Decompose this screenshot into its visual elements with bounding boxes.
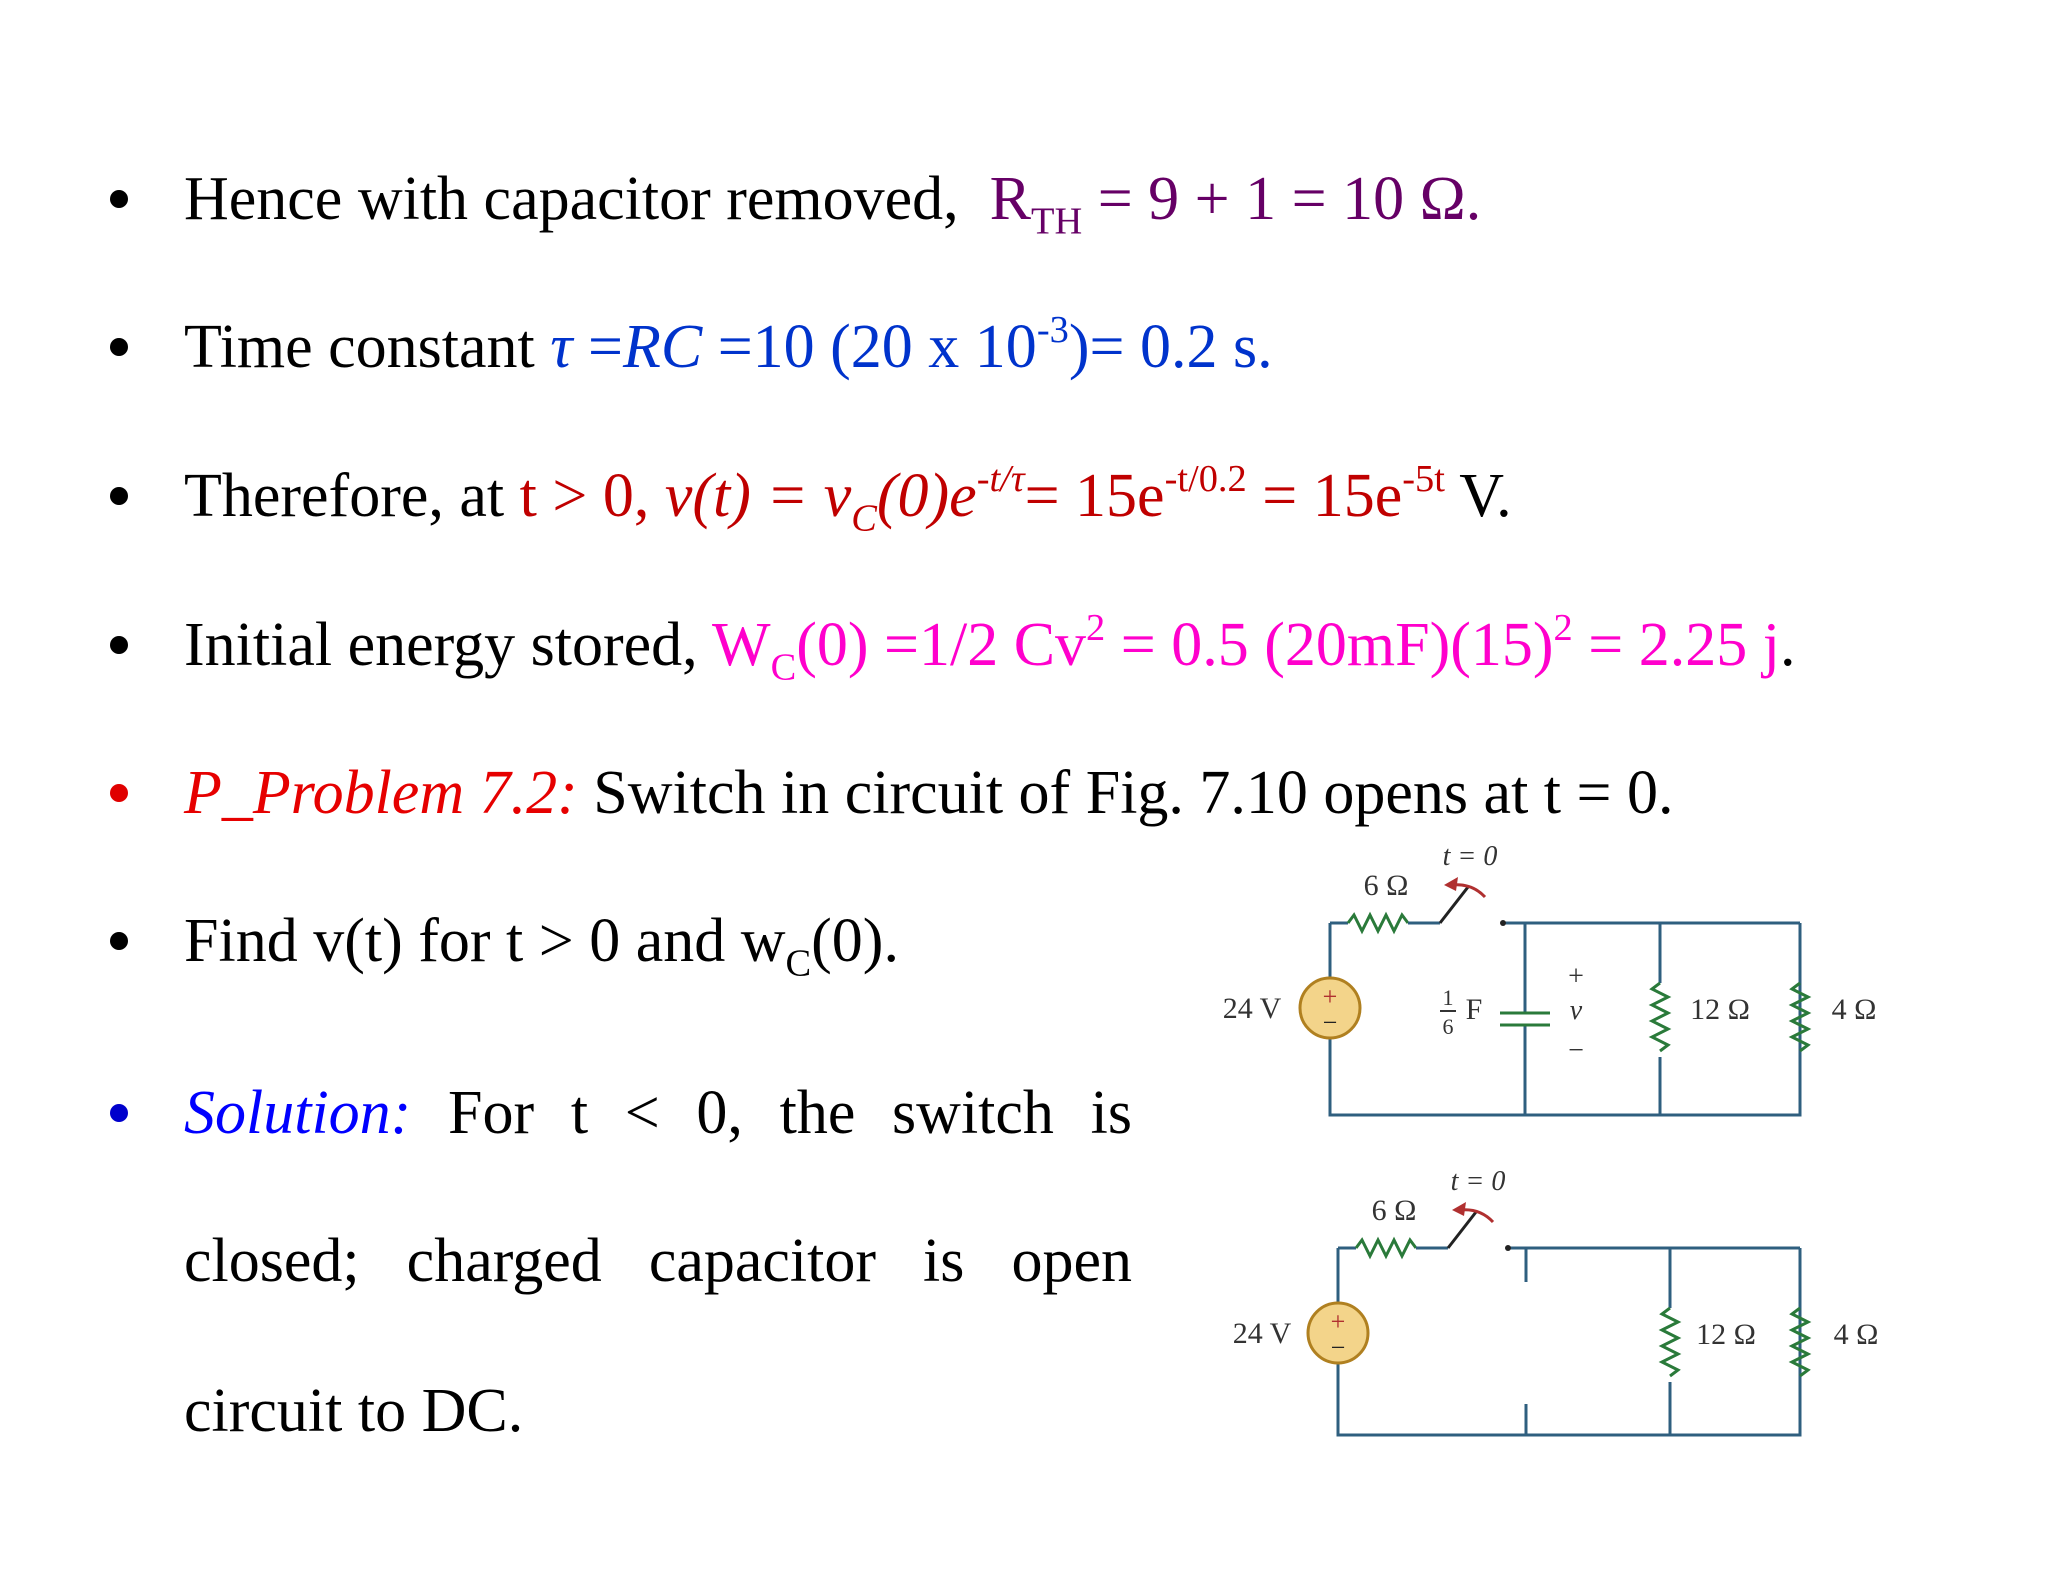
switch-arrow	[1451, 883, 1487, 899]
bullet-text: P_Problem 7.2: Switch in circuit of Fig.…	[184, 762, 1674, 824]
bullet-text: Time constant τ =RC =10 (20 x 10-3)= 0.2…	[184, 309, 1273, 381]
text-prefix: Therefore, at	[184, 462, 520, 530]
r3-label: 4 Ω	[1832, 993, 1877, 1026]
bullet-dot	[110, 487, 128, 505]
voltage-source	[1306, 1301, 1370, 1365]
solution-line-2: closed; charged capacitor is open	[184, 1230, 1132, 1292]
switch-label: t = 0	[1451, 1166, 1506, 1197]
switch-arrow-head	[1444, 877, 1458, 891]
resistor-4-ohm	[1788, 1306, 1812, 1378]
word: is	[1090, 1079, 1132, 1147]
solution-line-3-text: circuit to DC.	[184, 1377, 524, 1445]
word: switch	[892, 1079, 1054, 1147]
voltage-expression: t > 0, v(t) = vC(0)e-t/τ= 15e-t/0.2 = 15…	[519, 458, 1445, 540]
source-minus: −	[1331, 1333, 1346, 1362]
v-plus: +	[1568, 961, 1584, 992]
r2-label: 12 Ω	[1696, 1318, 1756, 1351]
bullet-dot	[110, 1104, 128, 1122]
bullet-text: Hence with capacitor removed, RTH = 9 + …	[184, 165, 1482, 243]
source-label: 24 V	[1233, 1317, 1292, 1350]
resistor-6-ohm	[1354, 1236, 1418, 1260]
voltage-source	[1298, 976, 1362, 1040]
wire	[1328, 923, 1802, 1117]
energy-expression: WC(0) =1/2 Cv2 = 0.5 (20mF)(15)2 = 2.25 …	[712, 607, 1780, 689]
source-label: 24 V	[1223, 992, 1282, 1025]
word: t	[570, 1079, 589, 1147]
word: charged	[406, 1227, 602, 1295]
resistor-6-ohm	[1346, 911, 1410, 935]
switch-blade	[1438, 886, 1470, 924]
r2-label: 12 Ω	[1690, 993, 1750, 1026]
bullet-dot	[110, 190, 128, 208]
r1-label: 6 Ω	[1372, 1194, 1417, 1227]
word: <	[624, 1079, 660, 1147]
capacitor	[1500, 1011, 1550, 1027]
bullet-dot	[110, 636, 128, 654]
source-minus: −	[1323, 1008, 1338, 1037]
switch-arrow	[1459, 1208, 1495, 1224]
bullet-text: Initial energy stored, WC(0) =1/2 Cv2 = …	[184, 607, 1796, 689]
bullet-dot	[110, 932, 128, 950]
source-plus: +	[1331, 1307, 1346, 1336]
solution-line-3: circuit to DC.	[184, 1380, 523, 1442]
word: open	[1011, 1227, 1132, 1295]
cap-numerator: 1	[1443, 985, 1454, 1010]
resistor-12-ohm	[1648, 981, 1672, 1053]
v-minus: −	[1568, 1035, 1584, 1066]
source-plus: +	[1323, 982, 1338, 1011]
word: For	[448, 1079, 535, 1147]
switch-contact	[1505, 1245, 1511, 1251]
circuit-diagram-open: + − t = 0 6 Ω 24 V 12 Ω 4 Ω	[1233, 1166, 1879, 1437]
cap-denominator: 6	[1443, 1014, 1454, 1039]
solution-label: Solution:	[184, 1079, 412, 1147]
bullet-text: Find v(t) for t > 0 and wC(0).	[184, 907, 899, 985]
text-prefix: Initial energy stored,	[184, 611, 713, 679]
rth-expression: RTH = 9 + 1 = 10 Ω.	[989, 165, 1482, 243]
resistor-4-ohm	[1788, 981, 1812, 1053]
cap-unit: F	[1466, 993, 1483, 1026]
switch-contact	[1500, 920, 1506, 926]
word: the	[779, 1079, 856, 1147]
bullet-text: Therefore, at t > 0, v(t) = vC(0)e-t/τ= …	[184, 458, 1512, 540]
bullet-dot	[110, 338, 128, 356]
word: closed;	[184, 1227, 360, 1295]
word: 0,	[696, 1079, 743, 1147]
switch-label: t = 0	[1443, 841, 1498, 872]
problem-label: P_Problem 7.2:	[184, 759, 578, 827]
switch-arrow-head	[1452, 1202, 1466, 1216]
v-label: v	[1570, 995, 1583, 1026]
circuit-diagram-closed: + − t = 0 6 Ω 24 V 1 6 F + v − 12 Ω 4 Ω	[1223, 841, 1877, 1117]
text-prefix: Time constant	[184, 313, 551, 381]
text-prefix: Hence with capacitor removed,	[184, 165, 959, 233]
solution-line-1: Solution: For t < 0, the switch is	[184, 1082, 1132, 1144]
switch-blade	[1446, 1211, 1478, 1249]
word: capacitor	[648, 1227, 876, 1295]
resistor-12-ohm	[1658, 1306, 1682, 1378]
r3-label: 4 Ω	[1834, 1318, 1879, 1351]
tau-expression: τ =RC =10 (20 x 10-3)= 0.2 s.	[550, 309, 1273, 381]
bullet-dot	[110, 784, 128, 802]
problem-statement: Switch in circuit of Fig. 7.10 opens at …	[577, 759, 1674, 827]
r1-label: 6 Ω	[1364, 869, 1409, 902]
word: is	[923, 1227, 965, 1295]
